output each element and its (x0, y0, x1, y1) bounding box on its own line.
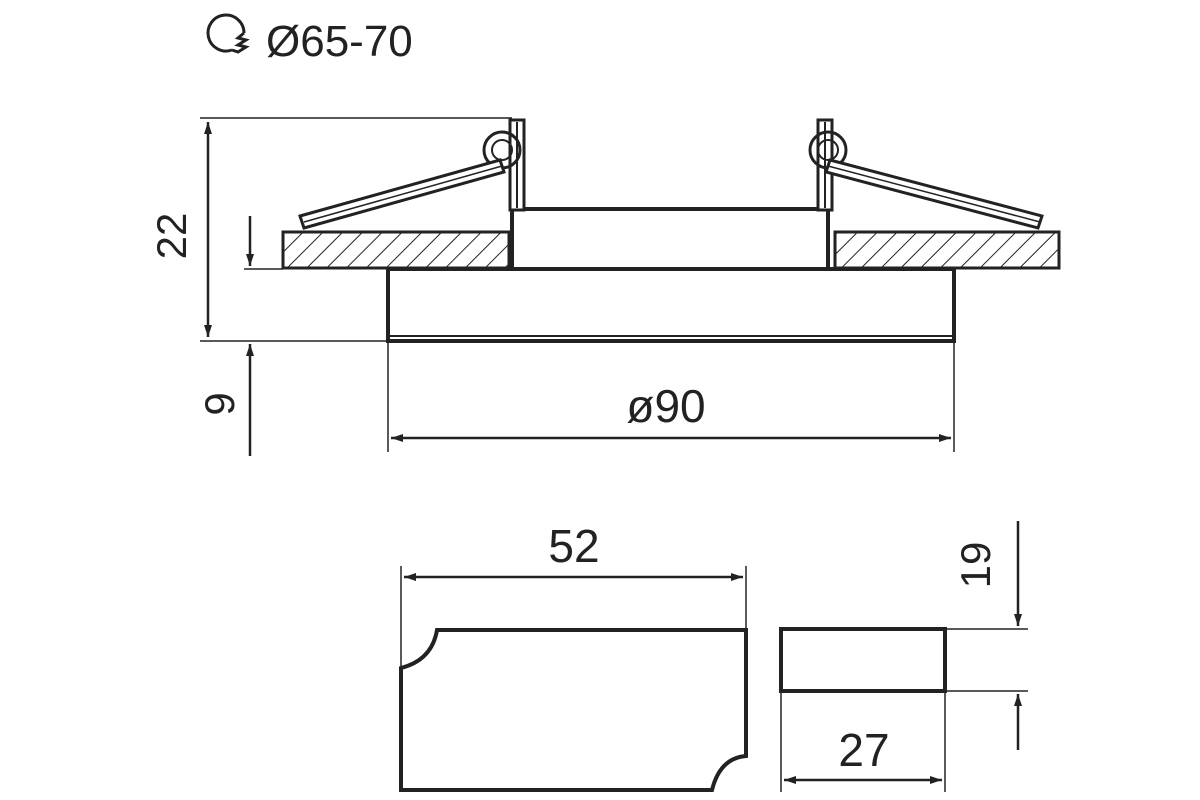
dim-box-width (780, 691, 946, 792)
dim-box-length-label: 52 (548, 520, 599, 572)
dim-box-height (945, 521, 1028, 750)
dim-box-length (400, 566, 747, 668)
dim-below-ceiling (244, 216, 283, 456)
driver-box-front (399, 628, 748, 792)
inner-housing (510, 207, 830, 271)
dim-diameter (387, 341, 955, 452)
dim-total-height (200, 117, 512, 342)
dim-total-height-label: 22 (148, 213, 195, 260)
dim-box-height-label: 19 (952, 542, 999, 589)
spring-clip-right (808, 118, 1044, 230)
dim-below-ceiling-label: 9 (196, 392, 243, 415)
driver-box-side (779, 627, 947, 693)
ceiling-left (281, 230, 511, 270)
trim-ring (386, 267, 956, 343)
ceiling-right (833, 230, 1061, 270)
dim-box-width-label: 27 (838, 724, 889, 776)
dim-diameter-label: ø90 (626, 380, 705, 432)
cutout-label: Ø65-70 (266, 17, 413, 66)
spring-clip-left (298, 118, 526, 230)
hole-saw-icon (206, 13, 250, 54)
